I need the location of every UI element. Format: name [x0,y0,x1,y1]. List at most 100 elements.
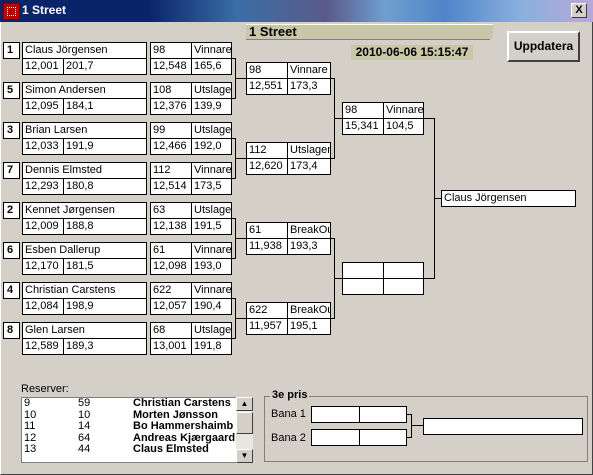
sheet-number[interactable] [342,262,384,279]
run-speed: 192,0 [191,138,232,155]
run-time: 12,514 [150,178,192,195]
reserve-position: 11 [24,420,36,432]
lane1-label: Bana 1 [271,408,306,420]
bracket-line [334,118,342,119]
bracket-line [434,198,442,199]
scroll-thumb[interactable] [236,412,253,434]
bracket-line [331,158,335,159]
reserve-name: Claus Elmsted [133,443,209,455]
match-result: BreakOut [287,302,331,319]
bracket-line [334,278,342,279]
bracket-line [232,338,236,339]
run-speed: 165,6 [191,58,232,75]
lane2-field-b[interactable] [359,429,407,446]
run-time: 12,620 [246,158,288,175]
run-time: 12,057 [150,298,192,315]
sheet-number[interactable]: 622 [246,302,288,319]
player-name[interactable]: Christian Carstens [22,282,147,299]
bracket-line [232,298,236,299]
sheet-number[interactable]: 61 [246,222,288,239]
player-avg: 12,293 [22,178,64,195]
bracket-line [235,238,246,239]
reserve-position: 9 [24,397,31,409]
reserve-name: Bo Hammershaimb [133,420,234,432]
sheet-number[interactable]: 61 [150,242,192,259]
sheet-number[interactable]: 98 [342,102,384,119]
lane1-field-b[interactable] [359,406,407,423]
player-avg: 12,084 [22,298,64,315]
third-place-result [423,418,583,435]
seed-badge: 1 [3,42,20,59]
player-name[interactable]: Simon Andersen [22,82,147,99]
sheet-number[interactable]: 622 [150,282,192,299]
bracket-line [424,118,435,119]
title-divider [246,39,490,40]
match-result: Vinnare [191,282,232,299]
bracket-line [235,158,246,159]
reserve-number: 64 [78,431,91,444]
reserve-name: Christian Carstens [133,397,231,409]
match-result: Vinnare [287,62,331,79]
scroll-down-icon[interactable]: ▼ [236,449,253,463]
player-avg: 12,095 [22,98,64,115]
sheet-number[interactable]: 98 [246,62,288,79]
lane1-field-a[interactable] [311,406,360,423]
third-place-title: 3e pris [270,389,310,401]
run-time: 12,551 [246,78,288,95]
run-speed: 193,0 [191,258,232,275]
window-title: 1 Street [22,3,67,17]
title-bar: 1 Street X [0,0,593,22]
bracket-line [235,78,246,79]
player-name[interactable]: Kennet Jørgensen [22,202,147,219]
player-name[interactable]: Claus Jörgensen [22,42,147,59]
player-name[interactable]: Glen Larsen [22,322,147,339]
run-speed: 190,4 [191,298,232,315]
match-result: Vinnare [191,42,232,59]
run-speed: 191,5 [191,218,232,235]
player-name[interactable]: Dennis Elmsted [22,162,147,179]
seed-badge: 7 [3,162,20,179]
reserve-name: Andreas Kjærgaard [133,431,236,444]
sheet-number[interactable]: 98 [150,42,192,59]
run-speed: 193,3 [287,238,331,255]
sheet-number[interactable]: 63 [150,202,192,219]
close-button[interactable]: X [571,3,587,18]
run-time: 13,001 [150,338,192,355]
sheet-number[interactable]: 108 [150,82,192,99]
app-icon[interactable] [3,3,20,20]
tournament-winner: Claus Jörgensen [441,190,576,207]
bracket-line [331,318,335,319]
sheet-number[interactable]: 68 [150,322,192,339]
seed-badge: 2 [3,202,20,219]
scroll-up-icon[interactable]: ▲ [236,397,253,411]
reserve-position: 10 [24,408,37,421]
sheet-number[interactable]: 112 [246,142,288,159]
run-time: 11,938 [246,238,288,255]
player-hc: 184,1 [63,98,147,115]
player-avg: 12,009 [22,218,64,235]
reserve-number: 44 [78,443,91,455]
refresh-button[interactable]: Uppdatera [507,31,580,62]
run-time: 15,341 [342,118,384,135]
match-result: BreakOut [287,222,331,239]
sheet-number[interactable]: 112 [150,162,192,179]
sheet-number[interactable]: 99 [150,122,192,139]
run-time [342,278,384,295]
lane2-field-a[interactable] [311,429,360,446]
player-hc: 180,8 [63,178,147,195]
player-name[interactable]: Brian Larsen [22,122,147,139]
bracket-line [407,437,412,438]
player-avg: 12,033 [22,138,64,155]
bracket-line [232,178,236,179]
seed-badge: 4 [3,282,20,299]
match-result: Utslagen [287,142,331,159]
player-name[interactable]: Esben Dallerup [22,242,147,259]
reserve-position: 12 [24,431,37,444]
reserves-scrollbar[interactable]: ▲ ▼ [236,397,253,463]
list-item[interactable]: 12 64 Andreas Kjærgaard [22,431,252,445]
